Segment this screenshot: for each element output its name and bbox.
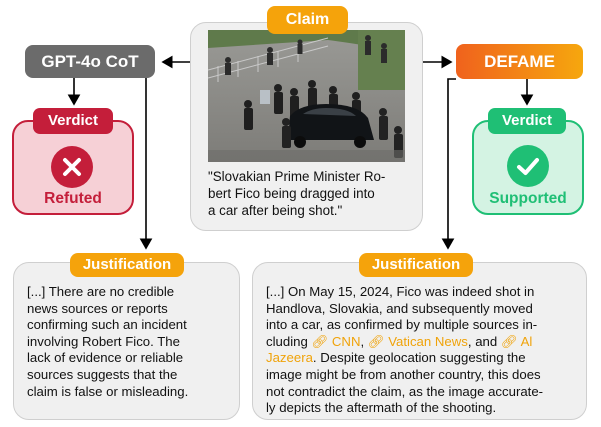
just-line-4: cluding 🔗︎ CNN, 🔗︎ Vatican News, and 🔗︎ … bbox=[266, 334, 586, 351]
left-justification-card bbox=[13, 262, 240, 420]
gpt4o-cot-label: GPT-4o CoT bbox=[25, 45, 155, 78]
claim-quote: "Slovakian Prime Minister Ro- bert Fico … bbox=[208, 169, 386, 218]
source-al-jazeera-link-b[interactable]: Jazeera bbox=[266, 350, 313, 366]
source-cnn-link[interactable]: CNN bbox=[331, 333, 361, 349]
claim-photo bbox=[208, 30, 405, 162]
just-line-5-post: . Despite geolocation suggesting the bbox=[312, 350, 526, 366]
right-justification-label: Justification bbox=[359, 253, 473, 277]
left-justification-label: Justification bbox=[70, 253, 184, 277]
just-line-1: [...] On May 15, 2024, Fico was indeed s… bbox=[266, 284, 535, 299]
sep-1: , bbox=[360, 333, 368, 349]
just-line-3: into a car, as confirmed by multiple sou… bbox=[266, 317, 538, 333]
left-verdict-label: Verdict bbox=[33, 108, 113, 134]
left-justification-text: [...] There are no credible news sources… bbox=[27, 284, 189, 399]
right-justification-card bbox=[252, 262, 587, 420]
refuted-icon bbox=[50, 145, 94, 189]
street-scene-image bbox=[208, 30, 405, 162]
claim-label: Claim bbox=[267, 6, 348, 34]
just-line-5: Jazeera. Despite geolocation suggesting … bbox=[266, 350, 586, 367]
right-verdict-label: Verdict bbox=[488, 108, 566, 134]
left-verdict-value: Refuted bbox=[44, 190, 102, 207]
just-line-4-prefix: cluding bbox=[266, 333, 312, 349]
just-rest: image might be from another country, thi… bbox=[266, 366, 544, 416]
defame-label: DEFAME bbox=[456, 44, 583, 79]
arrow-defame-to-justification bbox=[441, 78, 456, 250]
source-al-jazeera-link-a[interactable]: Al bbox=[520, 333, 533, 349]
right-verdict-value: Supported bbox=[489, 190, 567, 207]
supported-icon bbox=[506, 144, 550, 188]
right-justification-text: [...] On May 15, 2024, Fico was indeed s… bbox=[266, 284, 586, 417]
sep-2: , and bbox=[467, 333, 501, 349]
link-icon: 🔗︎ bbox=[311, 333, 329, 349]
link-icon: 🔗︎ bbox=[500, 333, 518, 349]
just-line-2: Handlova, Slovakia, and subsequently mov… bbox=[266, 300, 533, 316]
link-icon: 🔗︎ bbox=[367, 333, 385, 349]
source-vatican-news-link[interactable]: Vatican News bbox=[388, 333, 468, 349]
